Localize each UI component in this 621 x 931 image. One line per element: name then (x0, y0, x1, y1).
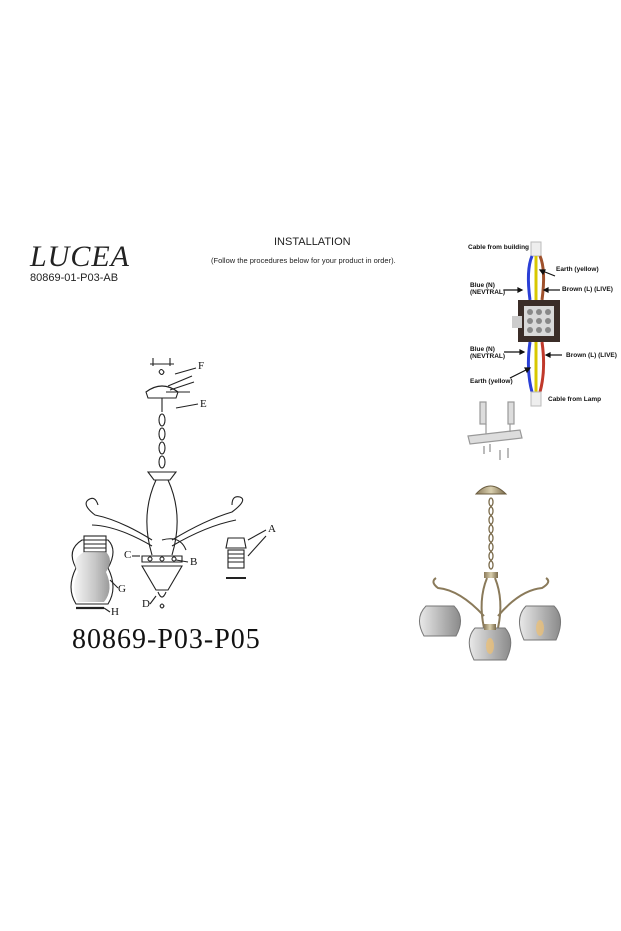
label-brown-bottom: Brown (L) (LIVE) (566, 352, 617, 359)
part-letter-b: B (190, 556, 198, 568)
label-cable-from-building: Cable from building (468, 244, 530, 251)
part-letter-h: H (111, 606, 119, 618)
installation-title: INSTALLATION (274, 236, 351, 248)
label-earth-top: Earth (yellow) (556, 266, 599, 273)
product-code: 80869-01-P03-AB (30, 272, 119, 284)
label-brown-top: Brown (L) (LIVE) (562, 286, 613, 293)
label-cable-from-lamp: Cable from Lamp (548, 396, 602, 403)
part-letter-d: D (142, 598, 150, 610)
part-letter-e: E (200, 398, 207, 410)
part-letter-g: G (118, 583, 126, 595)
installation-subtitle: (Follow the procedures below for your pr… (211, 256, 396, 265)
label-blue-bottom: Blue (N) (NEVTRAL) (470, 346, 506, 360)
model-number: 80869-P03-P05 (72, 624, 261, 655)
part-letter-f: F (198, 360, 205, 372)
part-letter-a: A (268, 523, 276, 535)
brand-name: LUCEA (30, 240, 131, 273)
part-letter-c: C (124, 549, 132, 561)
label-blue-top: Blue (N) (NEVTRAL) (470, 282, 506, 296)
label-earth-bottom: Earth (yellow) (470, 378, 513, 385)
